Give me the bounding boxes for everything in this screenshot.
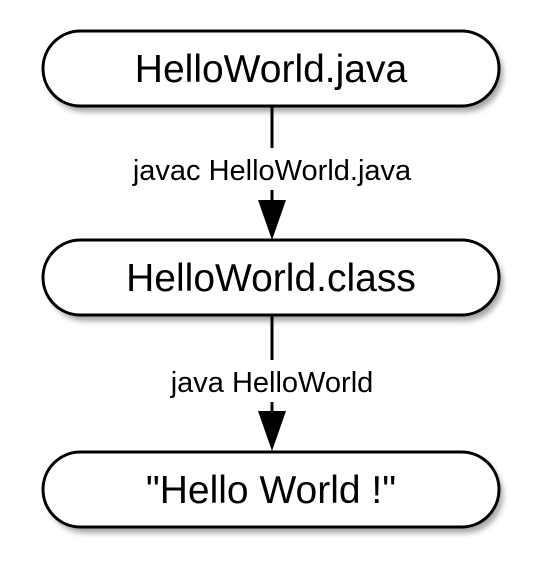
edge-run-arrowhead xyxy=(258,411,286,451)
node-bytecode-label: HelloWorld.class xyxy=(126,257,416,300)
node-source-label: HelloWorld.java xyxy=(135,48,408,91)
edge-compile-label-bg xyxy=(84,148,460,190)
edge-run: java HelloWorld xyxy=(128,315,416,451)
node-source: HelloWorld.java xyxy=(41,29,503,112)
edge-compile-label: javac HelloWorld.java xyxy=(132,155,412,187)
node-output-shape xyxy=(41,450,501,529)
node-bytecode-shape xyxy=(41,238,501,317)
node-output-label: "Hello World !" xyxy=(146,469,396,512)
node-source-shape xyxy=(41,29,501,108)
edge-compile-arrowhead xyxy=(258,200,286,240)
node-output: "Hello World !" xyxy=(41,450,503,533)
edge-run-label-bg xyxy=(128,360,416,402)
edge-run-label: java HelloWorld xyxy=(170,367,374,399)
edge-compile: javac HelloWorld.java xyxy=(84,106,460,240)
node-bytecode: HelloWorld.class xyxy=(41,238,503,321)
